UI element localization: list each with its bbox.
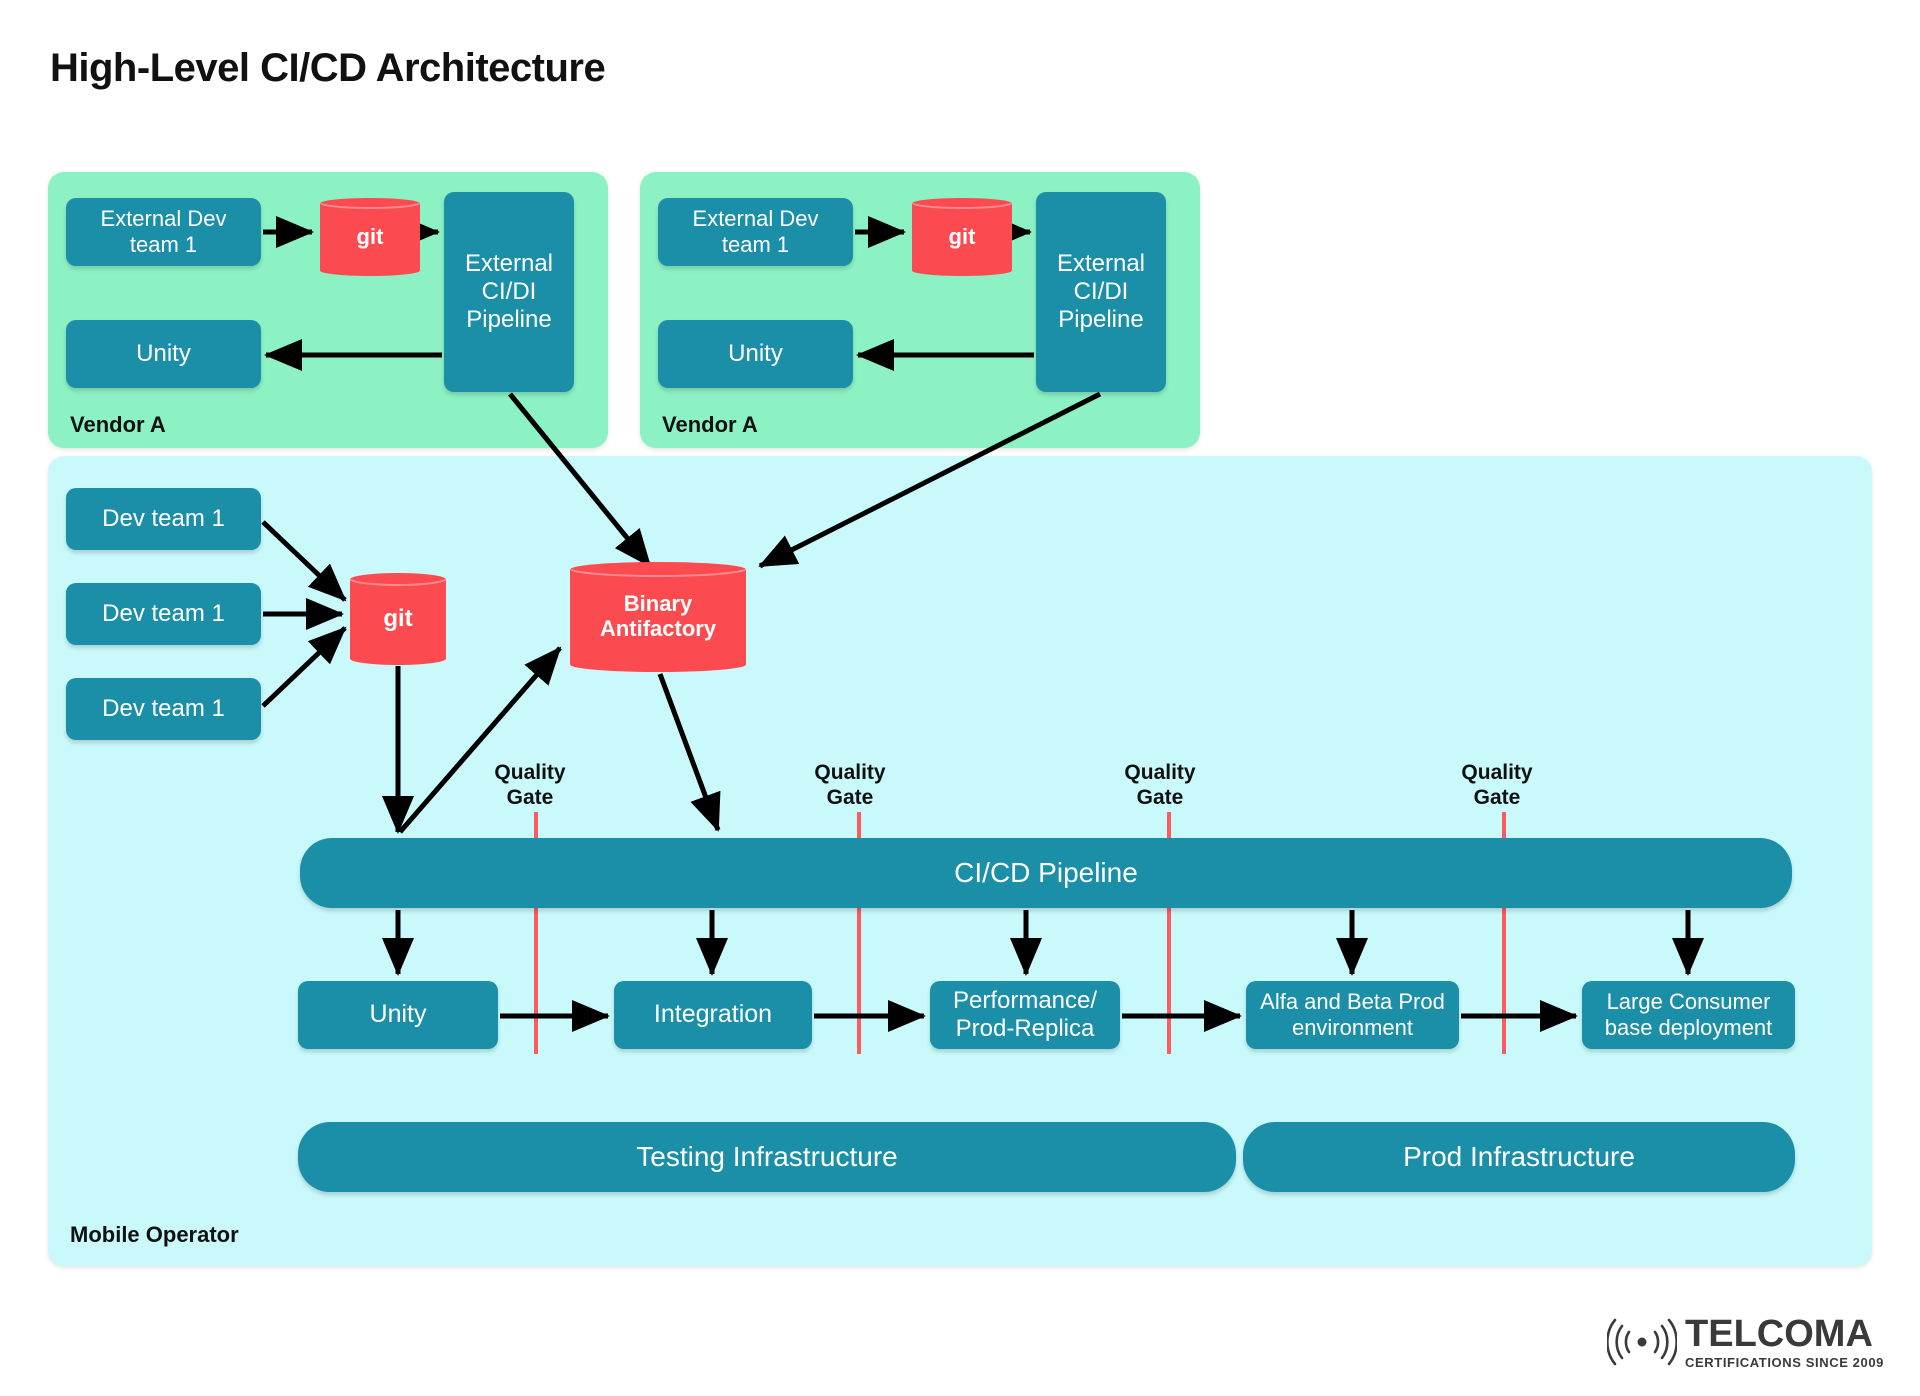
cylinder-top <box>912 198 1012 209</box>
git-label: git <box>948 223 976 249</box>
quality-gate-label-3: Quality Gate <box>1124 761 1196 810</box>
stage-box-unity[interactable]: Unity <box>298 981 498 1049</box>
quality-gate-line-2 <box>857 812 861 1054</box>
mobile-operator-label: Mobile Operator <box>70 1222 239 1247</box>
quality-gate-label-4: Quality Gate <box>1461 761 1533 810</box>
binary-artifactory-cylinder[interactable]: Binary Antifactory <box>570 562 746 672</box>
cylinder-bottom <box>320 265 420 276</box>
git-label: git <box>383 604 413 632</box>
unity-box-vendor-1[interactable]: Unity <box>66 320 261 388</box>
vendor-panel-1-label: Vendor A <box>70 412 166 437</box>
page-title: High-Level CI/CD Architecture <box>50 46 606 90</box>
quality-gate-label-2: Quality Gate <box>814 761 886 810</box>
stage-box-large-consumer-deployment[interactable]: Large Consumer base deployment <box>1582 981 1795 1049</box>
cylinder-bottom <box>912 265 1012 276</box>
cylinder-body <box>350 579 446 659</box>
cylinder-body <box>570 569 746 665</box>
external-cicd-pipeline-box-2[interactable]: External CI/DI Pipeline <box>1036 192 1166 392</box>
git-cylinder-vendor-2[interactable]: git <box>912 198 1012 276</box>
testing-infrastructure-bar[interactable]: Testing Infrastructure <box>298 1122 1236 1192</box>
cylinder-top <box>320 198 420 209</box>
quality-gate-label-1: Quality Gate <box>494 761 566 810</box>
vendor-panel-2-label: Vendor A <box>662 412 758 437</box>
external-dev-team-1-box[interactable]: External Dev team 1 <box>66 198 261 266</box>
dev-team-box-1[interactable]: Dev team 1 <box>66 488 261 550</box>
external-cicd-pipeline-box-1[interactable]: External CI/DI Pipeline <box>444 192 574 392</box>
stage-box-performance-prod-replica[interactable]: Performance/ Prod-Replica <box>930 981 1120 1049</box>
telcoma-logo: TELCOMA CERTIFICATIONS SINCE 2009 <box>1607 1314 1884 1370</box>
quality-gate-line-1 <box>534 812 538 1054</box>
quality-gate-line-3 <box>1167 812 1171 1054</box>
logo-tagline-text: CERTIFICATIONS SINCE 2009 <box>1685 1355 1884 1370</box>
stage-box-integration[interactable]: Integration <box>614 981 812 1049</box>
dev-team-box-2[interactable]: Dev team 1 <box>66 583 261 645</box>
git-cylinder-vendor-1[interactable]: git <box>320 198 420 276</box>
git-label: git <box>356 223 384 249</box>
binary-artifactory-label: Binary Antifactory <box>599 591 717 641</box>
external-dev-team-2-box[interactable]: External Dev team 1 <box>658 198 853 266</box>
quality-gate-line-4 <box>1502 812 1506 1054</box>
cylinder-top <box>350 573 446 586</box>
stage-box-alfa-beta-prod[interactable]: Alfa and Beta Prod environment <box>1246 981 1459 1049</box>
signal-wave-icon <box>1607 1318 1678 1366</box>
logo-brand-text: TELCOMA <box>1685 1313 1873 1355</box>
prod-infrastructure-bar[interactable]: Prod Infrastructure <box>1243 1122 1795 1192</box>
cicd-pipeline-bar[interactable]: CI/CD Pipeline <box>300 838 1792 908</box>
dev-team-box-3[interactable]: Dev team 1 <box>66 678 261 740</box>
git-cylinder-operator[interactable]: git <box>350 573 446 665</box>
unity-box-vendor-2[interactable]: Unity <box>658 320 853 388</box>
